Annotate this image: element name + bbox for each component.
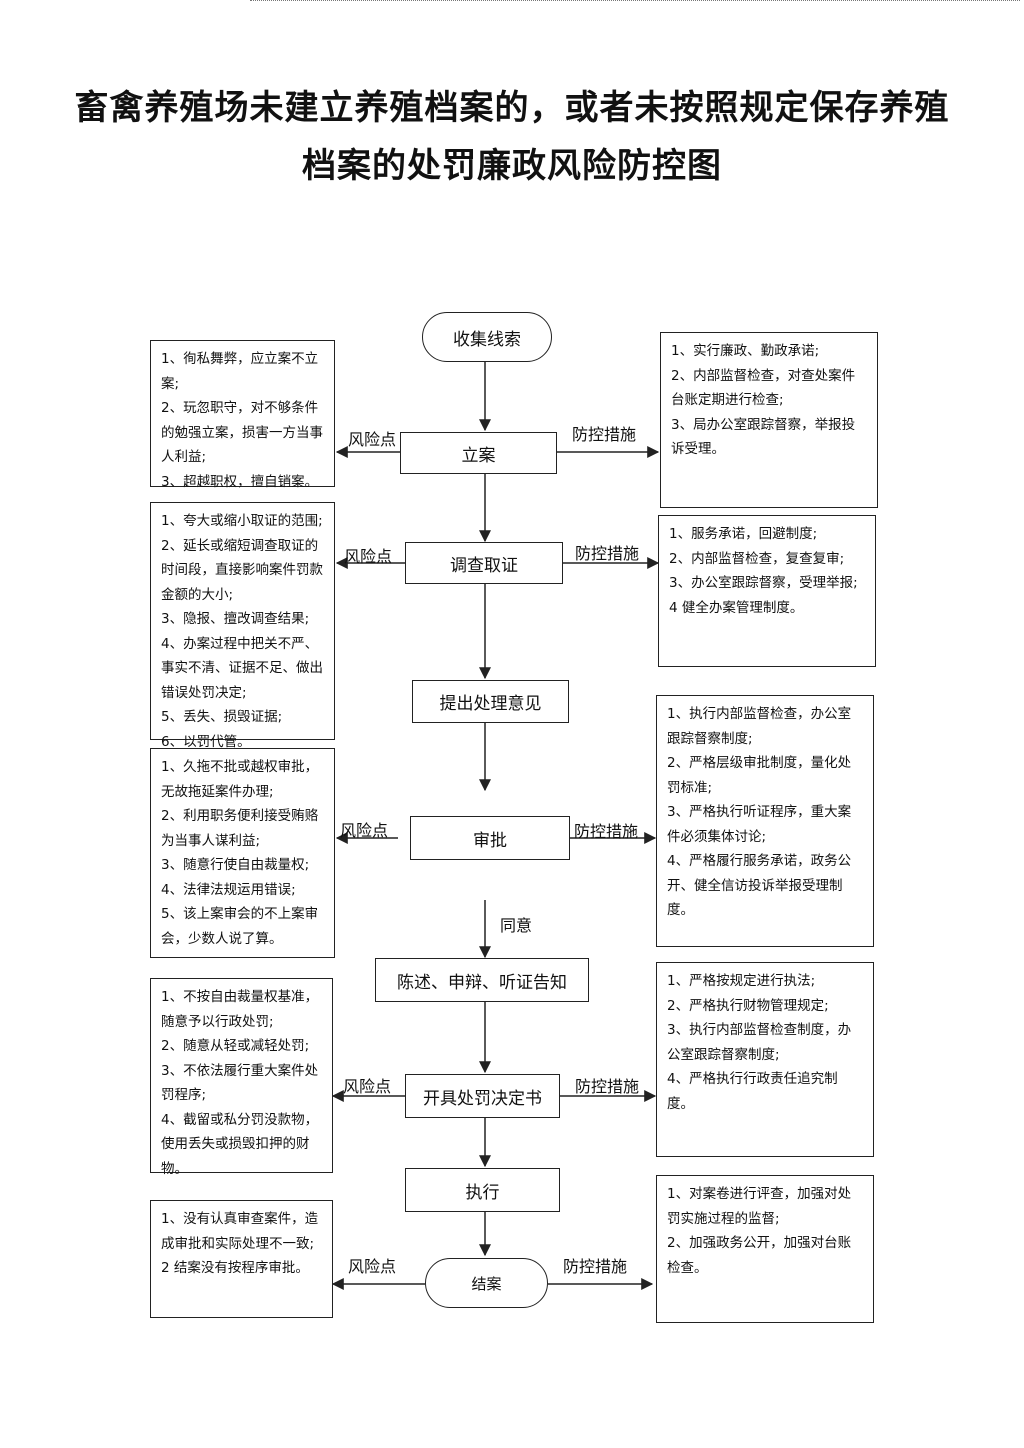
risk-box-close: 1、没有认真审查案件，造成审批和实际处理不一致; 2 结案没有按程序审批。 bbox=[150, 1200, 333, 1318]
control-box-investigate: 1、服务承诺，回避制度; 2、内部监督检查，复查复审; 3、办公室跟踪督察，受理… bbox=[658, 515, 876, 667]
risk-box-investigate: 1、夸大或缩小取证的范围; 2、延长或缩短调查取证的时间段，直接影响案件罚款金额… bbox=[150, 502, 335, 750]
step-file-case: 立案 bbox=[400, 432, 557, 474]
step-collect-clues: 收集线索 bbox=[422, 312, 552, 362]
step-issue-decision: 开具处罚决定书 bbox=[405, 1074, 560, 1118]
risk-box-file-case: 1、徇私舞弊，应立案不立案; 2、玩忽职守，对不够条件的勉强立案，损害一方当事人… bbox=[150, 340, 335, 490]
control-box-close: 1、对案卷进行评查，加强对处罚实施过程的监督; 2、加强政务公开，加强对台账检查… bbox=[656, 1175, 874, 1323]
control-label-file: 防控措施 bbox=[572, 425, 637, 444]
step-notify-hearing: 陈述、申辩、听证告知 bbox=[375, 958, 589, 1002]
page-title-line-2: 档案的处罚廉政风险防控图 bbox=[302, 146, 722, 186]
control-label-close: 防控措施 bbox=[563, 1257, 628, 1276]
agree-label: 同意 bbox=[500, 916, 533, 935]
risk-box-decision: 1、不按自由裁量权基准，随意予以行政处罚; 2、随意从轻或减轻处罚; 3、不依法… bbox=[150, 978, 333, 1177]
risk-label-investigate: 风险点 bbox=[344, 547, 393, 566]
control-label-decision: 防控措施 bbox=[575, 1077, 640, 1096]
control-label-investigate: 防控措施 bbox=[575, 544, 640, 563]
page-title-line-1: 畜禽养殖场未建立养殖档案的，或者未按照规定保存养殖 bbox=[74, 88, 950, 128]
scan-edge-line bbox=[250, 0, 1020, 5]
control-box-file-case: 1、实行廉政、勤政承诺; 2、内部监督检查，对查处案件台账定期进行检查; 3、局… bbox=[660, 332, 878, 508]
control-label-approve: 防控措施 bbox=[574, 822, 639, 841]
step-execute: 执行 bbox=[405, 1168, 560, 1212]
step-propose-opinion: 提出处理意见 bbox=[412, 680, 569, 723]
control-box-approve: 1、执行内部监督检查，办公室跟踪督察制度; 2、严格层级审批制度，量化处罚标准;… bbox=[656, 695, 874, 947]
step-approve: 审批 bbox=[410, 816, 570, 860]
risk-label-close: 风险点 bbox=[348, 1257, 397, 1276]
step-investigate: 调查取证 bbox=[405, 542, 563, 584]
risk-label-approve: 风险点 bbox=[340, 821, 389, 840]
risk-label-file: 风险点 bbox=[348, 430, 397, 449]
risk-label-decision: 风险点 bbox=[343, 1077, 392, 1096]
risk-box-approve: 1、久拖不批或越权审批，无故拖延案件办理; 2、利用职务便利接受贿赂为当事人谋利… bbox=[150, 748, 335, 958]
control-box-decision: 1、严格按规定进行执法; 2、严格执行财物管理规定; 3、执行内部监督检查制度，… bbox=[656, 962, 874, 1157]
step-close-case: 结案 bbox=[425, 1258, 548, 1308]
